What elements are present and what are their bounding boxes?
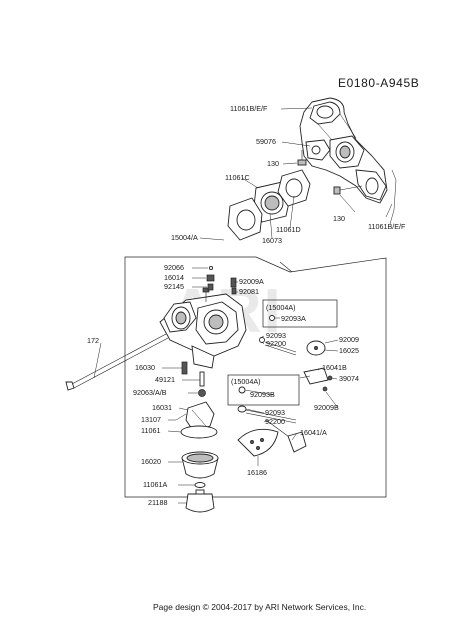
part-label-16041a: 16041/A xyxy=(300,428,327,437)
part-label-11061bef-right: 11061B/E/F xyxy=(368,222,406,231)
lever-16041b xyxy=(299,367,333,392)
part-label-92093b: 92093B xyxy=(250,390,275,399)
part-label-16020: 16020 xyxy=(141,457,161,466)
part-label-16073: 16073 xyxy=(262,236,282,245)
part-label-49121: 49121 xyxy=(155,375,175,384)
part-label-92066: 92066 xyxy=(164,263,184,272)
part-label-11061c: 11061C xyxy=(225,173,250,182)
part-label-16030: 16030 xyxy=(135,363,155,372)
part-label-172: 172 xyxy=(87,336,99,345)
part-label-11061d: 11061D xyxy=(276,225,301,234)
diagram-code: E0180-A945B xyxy=(338,76,419,90)
gasket-11061a xyxy=(194,482,206,488)
washer-92063 xyxy=(198,389,206,397)
bolt-130-lower xyxy=(333,185,363,195)
part-label-16031: 16031 xyxy=(152,403,172,412)
part-label-16025: 16025 xyxy=(339,346,359,355)
part-label-92063ab: 92063/A/B xyxy=(133,388,167,397)
screw-stack-top xyxy=(206,265,237,295)
float-bowl-16020 xyxy=(181,451,219,479)
intake-manifold xyxy=(299,97,388,204)
part-label-16014: 16014 xyxy=(164,273,184,282)
manifold-gasket-right xyxy=(389,169,397,225)
carburetor-body xyxy=(159,287,247,369)
part-label-11061a: 11061A xyxy=(143,480,167,489)
gasket-11061d xyxy=(277,169,311,207)
part-label-15004a: 15004/A xyxy=(171,233,198,242)
part-label-16186: 16186 xyxy=(247,468,267,477)
part-label-92081: 92081 xyxy=(239,287,259,296)
pin-16030 xyxy=(181,361,188,375)
part-label-21188: 21188 xyxy=(148,498,167,507)
part-label-39074: 39074 xyxy=(339,374,359,383)
part-label-59076: 59076 xyxy=(256,137,276,146)
gasket-11061 xyxy=(180,425,218,439)
part-label-92093a: 92093A xyxy=(281,314,306,323)
part-label-16041b: 16041B xyxy=(322,363,347,372)
kit-box-2 xyxy=(227,374,300,406)
jet-49121 xyxy=(199,371,205,387)
choke-lever-16041a xyxy=(265,419,307,453)
throttle-shaft-172 xyxy=(65,333,169,391)
float-16031 xyxy=(185,401,215,433)
part-label-13107: 13107 xyxy=(141,415,161,424)
part-label-92200-b: 92200 xyxy=(265,417,285,426)
kit-box-1-label: (15004A) xyxy=(266,303,296,312)
part-label-11061: 11061 xyxy=(141,426,160,435)
part-label-92093-a: 92093 xyxy=(266,331,286,340)
carburetor-assembly-outline xyxy=(124,256,387,498)
part-label-92093-b: 92093 xyxy=(265,408,285,417)
footer-copyright: Page design © 2004-2017 by ARI Network S… xyxy=(153,602,366,612)
solenoid-21188 xyxy=(185,489,215,513)
kit-box-1 xyxy=(262,299,338,328)
part-label-92009b: 92009B xyxy=(314,403,339,412)
part-label-92009a: 92009A xyxy=(239,277,264,286)
plate-16186 xyxy=(237,428,279,457)
clip-13107 xyxy=(175,413,187,421)
kit-box-2-label: (15004A) xyxy=(231,377,261,386)
part-label-11061bef-top: 11061B/E/F xyxy=(230,104,268,113)
leader-lines xyxy=(93,107,393,504)
part-label-92009: 92009 xyxy=(339,335,359,344)
idle-screw-set xyxy=(259,315,326,356)
part-label-92200-a: 92200 xyxy=(266,339,286,348)
part-label-130-a: 130 xyxy=(267,159,279,168)
bolt-130-upper xyxy=(297,150,307,166)
part-label-92145: 92145 xyxy=(164,282,184,291)
gasket-11061c xyxy=(227,197,263,241)
part-label-130-b: 130 xyxy=(333,214,345,223)
